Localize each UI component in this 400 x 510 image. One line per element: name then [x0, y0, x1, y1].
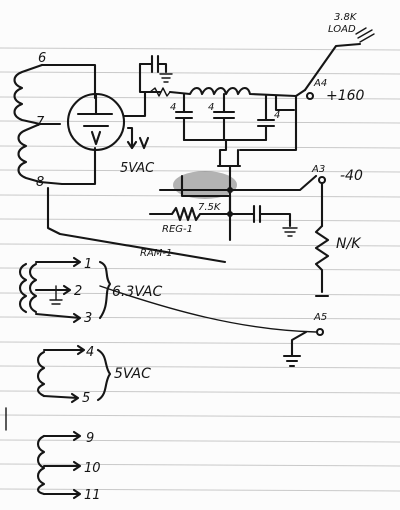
label-pin5: 5 — [82, 391, 90, 406]
label-resistor-value: 7.5K — [198, 202, 222, 213]
winding-9-10-11 — [36, 430, 82, 500]
label-pin8: 8 — [36, 175, 44, 190]
label-ram1: RAM-1 — [140, 248, 172, 259]
label-pin2: 2 — [74, 284, 82, 299]
label-pin9: 9 — [86, 431, 94, 446]
label-load-value: 3.8K — [334, 12, 358, 23]
label-minus40: -40 — [340, 168, 363, 184]
ink-smudge — [173, 171, 237, 199]
terminal-a3 — [317, 175, 327, 185]
label-reg1: REG-1 — [162, 224, 193, 235]
winding-5v — [36, 344, 112, 404]
label-pin3: 3 — [84, 311, 92, 326]
label-cap-b: 4 — [208, 102, 214, 113]
vacuum-tube — [66, 90, 150, 152]
label-a4: A4 — [313, 78, 327, 89]
label-plus160: +160 — [326, 88, 365, 104]
label-pin10: 10 — [84, 461, 101, 476]
label-tube-heater: 5VAC — [120, 161, 155, 176]
label-5v: 5VAC — [114, 366, 151, 382]
label-pin7: 7 — [36, 115, 45, 130]
top-capacitor — [138, 54, 173, 94]
label-6v3: 6.3VAC — [112, 284, 162, 300]
label-cap-a: 4 — [170, 102, 176, 113]
ruled-lines — [0, 47, 400, 492]
label-pin4: 4 — [86, 345, 94, 360]
output-terminals — [99, 27, 375, 368]
terminal-a4 — [305, 91, 315, 101]
winding-6v3 — [18, 256, 112, 324]
regulator-network — [148, 138, 318, 242]
primary-winding — [13, 63, 227, 264]
label-load-word: LOAD — [328, 24, 356, 35]
terminal-a5 — [315, 327, 325, 337]
label-pin6: 6 — [38, 51, 46, 66]
label-a5: A5 — [313, 312, 327, 323]
label-pin11: 11 — [84, 488, 101, 503]
label-pin1: 1 — [84, 257, 92, 272]
label-nk: N/K — [336, 236, 362, 252]
label-a3: A3 — [311, 164, 325, 175]
label-cap-c: 4 — [274, 110, 280, 121]
